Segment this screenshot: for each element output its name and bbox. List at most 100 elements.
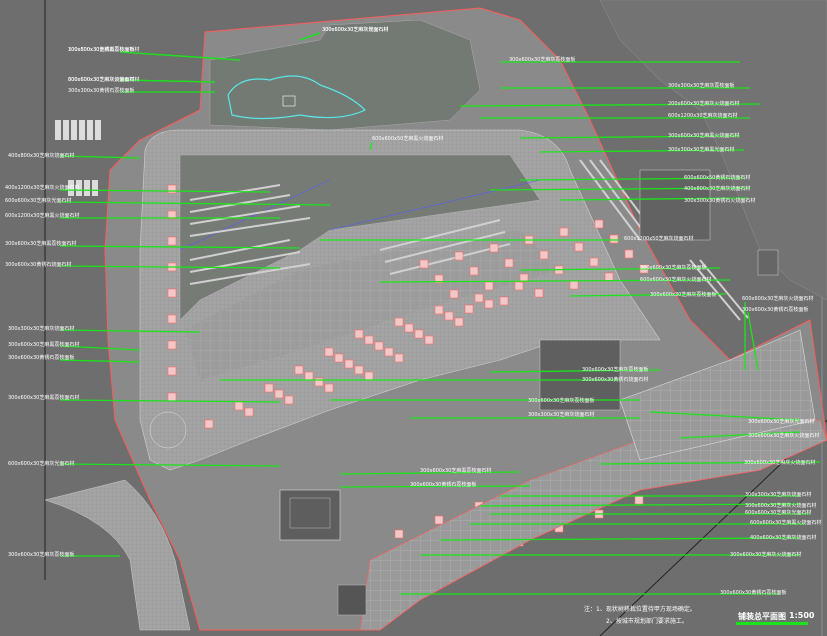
material-label-29: 300x600x30芝麻灰荔枝面板 [582,367,649,373]
leader-line-10 [519,135,741,139]
leader-line-15 [59,189,271,193]
central-building-inner [289,497,331,529]
tree-pit-15 [294,365,304,375]
south-building-strip [359,419,827,631]
material-label-37: 300x600x30芝麻灰火烧面石材 [744,460,816,466]
leader-line-39 [339,485,531,488]
tree-pit-11 [304,371,314,381]
west-path [44,479,191,631]
tree-pit-49 [499,296,509,306]
tree-pit-6 [274,389,284,399]
tree-pit-25 [354,329,364,339]
leader-line-48 [119,51,241,61]
tree-pit-32 [489,243,499,253]
material-label-15: 400x1200x30芝麻灰火烧面石材 [5,185,80,191]
north-garden [209,19,481,131]
tree-pit-21 [364,335,374,345]
leader-line-50 [119,79,216,83]
tree-pit-87 [167,366,177,376]
tree-pit-23 [444,311,454,321]
west-hatch [55,120,101,196]
tree-pit-60 [634,495,644,505]
leader-line-11 [539,149,745,153]
tree-pit-39 [539,250,549,260]
lawn-strip-1 [185,230,560,380]
material-label-39: 300x600x30黄锈石荔枝面板 [410,482,477,488]
material-label-42: 600x600x30芝麻灰光面石材 [745,510,812,516]
tree-pit-8 [354,365,364,375]
material-label-26: 300x300x30芝麻灰烧面石材 [8,326,75,332]
leader-line-25 [747,311,759,371]
tree-pit-22 [404,323,414,333]
material-label-38: 300x600x30芝麻黑荔枝面石材 [420,468,492,474]
material-label-44: 400x600x30芝麻灰烧面石材 [750,535,817,541]
building-northeast [639,169,711,241]
tree-pit-52 [604,272,614,282]
tree-pit-44 [519,273,529,283]
material-label-5: 400x800x30芝麻灰烧面石材 [8,153,75,159]
tree-pit-30 [419,259,429,269]
tree-pit-2 [284,395,294,405]
round-platform [149,411,187,449]
tree-pit-88 [167,392,177,402]
tree-pit-12 [344,359,354,369]
tree-pit-68 [394,529,404,539]
tree-pit-29 [514,281,524,291]
material-label-33: 300x300x30芝麻灰烧面石材 [528,412,595,418]
note-2: 2、按城市规划部门要求施工。 [606,618,688,625]
leader-line-16 [59,201,331,206]
leader-line-41 [479,503,801,507]
tree-pit-28 [474,293,484,303]
tree-pit-14 [424,335,434,345]
tree-pit-4 [364,371,374,381]
tree-pit-1 [244,407,254,417]
leader-line-21 [519,267,721,271]
material-label-7: 300x300x30芝麻灰荔枝面板 [668,83,735,89]
tree-pit-37 [469,266,479,276]
leader-line-6 [369,141,373,151]
tree-pit-13 [384,347,394,357]
central-building [279,489,341,541]
east-terrace [619,329,816,461]
material-label-41: 300x600x30芝麻灰火烧面石材 [745,503,817,509]
pool [337,584,367,616]
tree-pit-9 [394,353,404,363]
material-label-14: 300x300x30黄锈石火烧面石材 [684,198,756,204]
material-label-16: 600x600x30芝麻灰光面石材 [5,198,72,204]
material-label-47: 300x600x30黄锈石荔枝面板 [720,590,787,596]
leader-line-36 [59,463,281,467]
leader-line-27 [59,345,141,351]
material-label-25: 300x600x30黄锈石荔枝面板 [742,307,809,313]
tree-pit-50 [534,288,544,298]
diag-line-1 [179,179,331,251]
tree-pit-85 [167,314,177,324]
leader-line-44 [439,537,801,541]
material-label-46: 300x600x30芝麻灰荔枝面板 [8,552,75,558]
drawing-title: 铺装总平面图 [738,612,786,621]
material-label-43: 600x600x30芝麻黑火烧面石材 [750,520,822,526]
material-label-31: 300x600x30芝麻黑荔枝面石材 [8,395,80,401]
material-label-21: 300x600x30芝麻灰荔枝面板 [640,265,707,271]
material-label-8: 200x600x30芝麻灰火烧面石材 [668,101,740,107]
title-underline [736,622,808,625]
tree-pit-81 [167,210,177,220]
tree-pit-80 [167,184,177,194]
material-label-50: 300x600x30芝麻灰火烧面石材 [68,77,140,83]
material-label-23: 300x600x30芝麻灰荔枝面板 [650,292,717,298]
tree-pit-36 [434,274,444,284]
tree-pit-20 [324,347,334,357]
material-label-27: 300x600x30芝麻黑荔枝面石材 [8,342,80,348]
material-label-48: 300x600x30芝麻黑荔枝面石材 [68,47,140,53]
material-label-18: 600x1200x50芝麻灰烧面石材 [624,236,694,242]
pavilion [282,95,296,107]
tree-pit-35 [594,219,604,229]
leader-line-35 [679,431,801,439]
tree-pit-16 [334,353,344,363]
tree-pit-84 [167,288,177,298]
tree-pit-17 [374,341,384,351]
leader-line-28 [59,359,141,363]
note-1: 注：1、现状树移栽位置待甲方现场确定。 [584,606,696,613]
material-label-9: 600x1200x30芝麻灰烧面石材 [668,113,738,119]
small-block [757,249,779,276]
